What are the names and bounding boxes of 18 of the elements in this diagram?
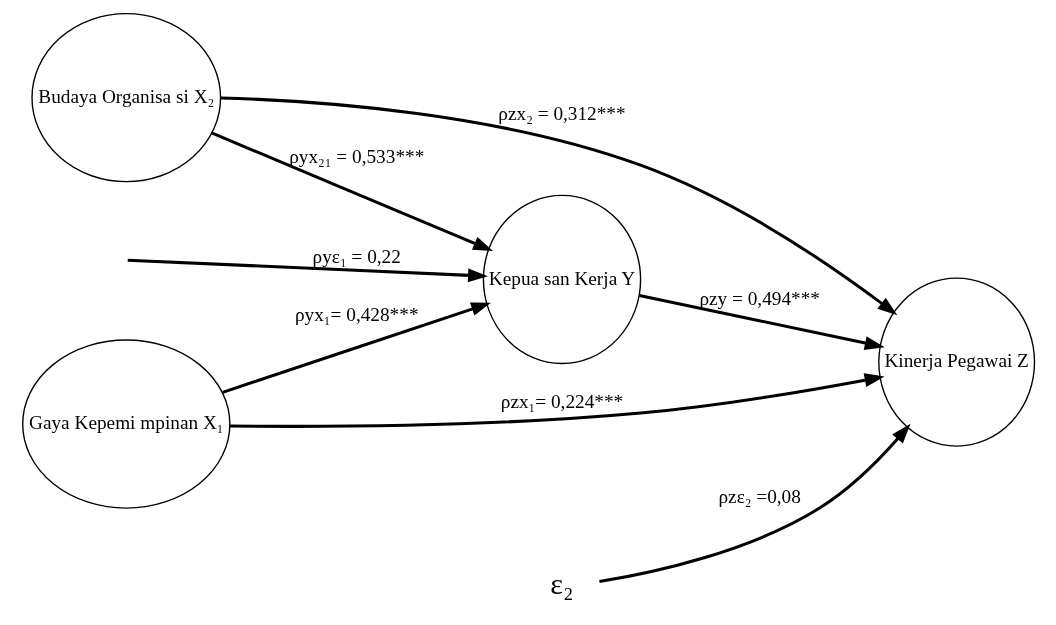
edge-label: ρyε₁ = 0,22 — [312, 246, 401, 268]
arrow — [638, 294, 885, 350]
edge-label: ρyx₂₁ = 0,533*** — [288, 145, 424, 167]
edge-label: ρzy = 0,494*** — [698, 287, 820, 309]
arrow — [598, 423, 910, 584]
arrow — [219, 96, 897, 316]
edge-label: ρyx₁= 0,428*** — [294, 304, 419, 326]
arrow — [127, 258, 488, 283]
node-circle: Kepua san Kerja Y — [482, 194, 641, 365]
node-text: ε₂ — [549, 567, 574, 602]
arrow — [221, 302, 491, 394]
edge-label: ρzx₁= 0,224*** — [500, 390, 623, 412]
edge-label: ρzx₂ = 0,312*** — [497, 102, 626, 124]
arrow — [210, 131, 493, 252]
arrow — [229, 373, 884, 428]
edge-label: ρzε₂ =0,08 — [718, 485, 801, 507]
node-ellipse: Budaya Organisa si X₂ — [30, 12, 221, 183]
node-ellipse: Gaya Kepemi mpinan X₁ — [21, 339, 231, 509]
